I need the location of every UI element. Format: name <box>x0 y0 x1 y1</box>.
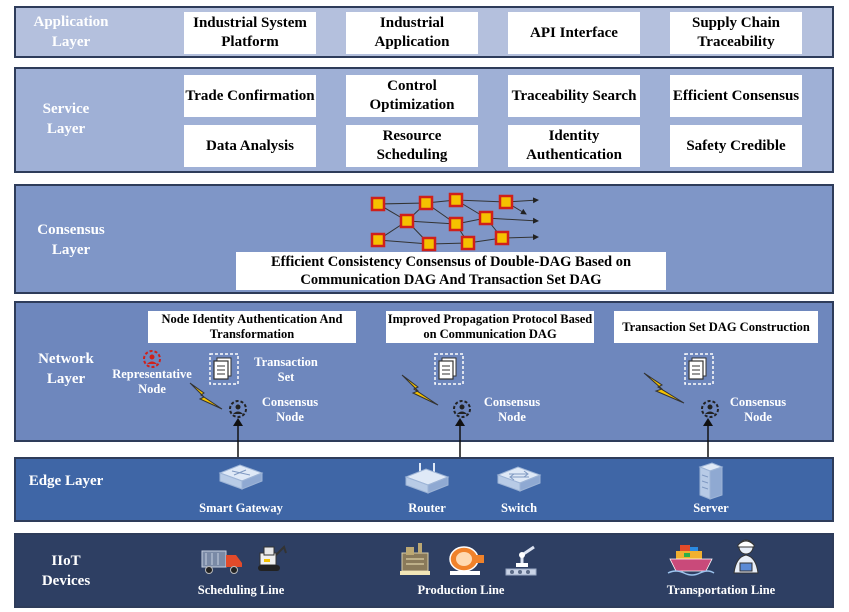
lightning-icon <box>189 382 223 410</box>
edge-device-label: Switch <box>500 501 538 515</box>
consensus-node-icon <box>701 400 719 418</box>
representative-node-label: Representative Node <box>112 367 192 396</box>
robot-arm-icon <box>505 545 537 576</box>
service-item-control-optimization: Control Optimization <box>346 75 478 117</box>
cargo-ship-icon <box>667 545 715 576</box>
network-layer-label: Network Layer <box>38 351 94 387</box>
app-item-supply-chain-traceability: Supply Chain Traceability <box>670 12 802 54</box>
app-item-api-interface: API Interface <box>508 12 640 54</box>
iiot-devices-layer: IIoT Devices Scheduling Line <box>14 533 834 608</box>
service-item-traceability-search: Traceability Search <box>508 75 640 117</box>
factory-machine-icon <box>449 546 484 575</box>
lightning-icon <box>401 374 439 406</box>
consensus-node-label: Consensus Node <box>261 395 319 424</box>
consensus-caption: Efficient Consistency Consensus of Doubl… <box>236 252 666 290</box>
application-layer-label: Application Layer <box>33 14 109 50</box>
service-layer: Service Layer Trade Confirmation Control… <box>14 67 834 173</box>
edge-layer-label: Edge Layer <box>28 473 104 489</box>
document-icon <box>434 353 464 385</box>
app-item-industrial-application: Industrial Application <box>346 12 478 54</box>
service-layer-label: Service Layer <box>42 101 90 137</box>
representative-node-icon <box>143 350 161 368</box>
iiot-group-label: Scheduling Line <box>197 583 285 597</box>
edge-device-label: Router <box>408 501 446 515</box>
document-icon <box>684 353 714 385</box>
network-panel-2-title: Improved Propagation Protocol Based on C… <box>386 311 594 343</box>
service-item-resource-scheduling: Resource Scheduling <box>346 125 478 167</box>
network-layer: Network Layer Node Identity Authenticati… <box>14 301 834 442</box>
switch-icon <box>496 466 542 492</box>
consensus-node-label: Consensus Node <box>483 395 541 424</box>
dag-graph-icon <box>370 192 539 252</box>
consensus-layer: Consensus Layer <box>14 184 834 294</box>
iiot-devices-label: IIoT Devices <box>41 553 91 589</box>
iiot-group-label: Transportation Line <box>666 583 776 597</box>
consensus-node-label: Consensus Node <box>729 395 787 424</box>
server-icon <box>698 462 724 500</box>
consensus-node-icon <box>229 400 247 418</box>
consensus-node-icon <box>453 400 471 418</box>
router-icon <box>404 463 450 494</box>
factory-machine-icon <box>400 543 430 575</box>
iiot-group-label: Production Line <box>417 583 505 597</box>
application-layer: Application Layer Industrial System Plat… <box>14 6 834 58</box>
gateway-icon <box>218 464 264 490</box>
network-panel-3-title: Transaction Set DAG Construction <box>614 311 818 343</box>
edge-device-label: Smart Gateway <box>199 501 283 515</box>
service-item-safety-credible: Safety Credible <box>670 125 802 167</box>
network-panel-1-title: Node Identity Authentication And Transfo… <box>148 311 356 343</box>
service-item-efficient-consensus: Efficient Consensus <box>670 75 802 117</box>
worker-icon <box>733 539 759 574</box>
edge-device-label: Server <box>693 501 729 515</box>
consensus-layer-label: Consensus Layer <box>37 222 105 258</box>
excavator-icon <box>258 545 287 571</box>
app-item-industrial-system-platform: Industrial System Platform <box>184 12 316 54</box>
lightning-icon <box>643 372 685 404</box>
transaction-set-label: Transaction Set <box>254 355 318 384</box>
truck-icon <box>201 550 242 574</box>
service-item-identity-authentication: Identity Authentication <box>508 125 640 167</box>
service-item-trade-confirmation: Trade Confirmation <box>184 75 316 117</box>
service-item-data-analysis: Data Analysis <box>184 125 316 167</box>
edge-layer: Edge Layer Smart Gateway Router Switch S… <box>14 457 834 522</box>
document-icon <box>209 353 239 385</box>
